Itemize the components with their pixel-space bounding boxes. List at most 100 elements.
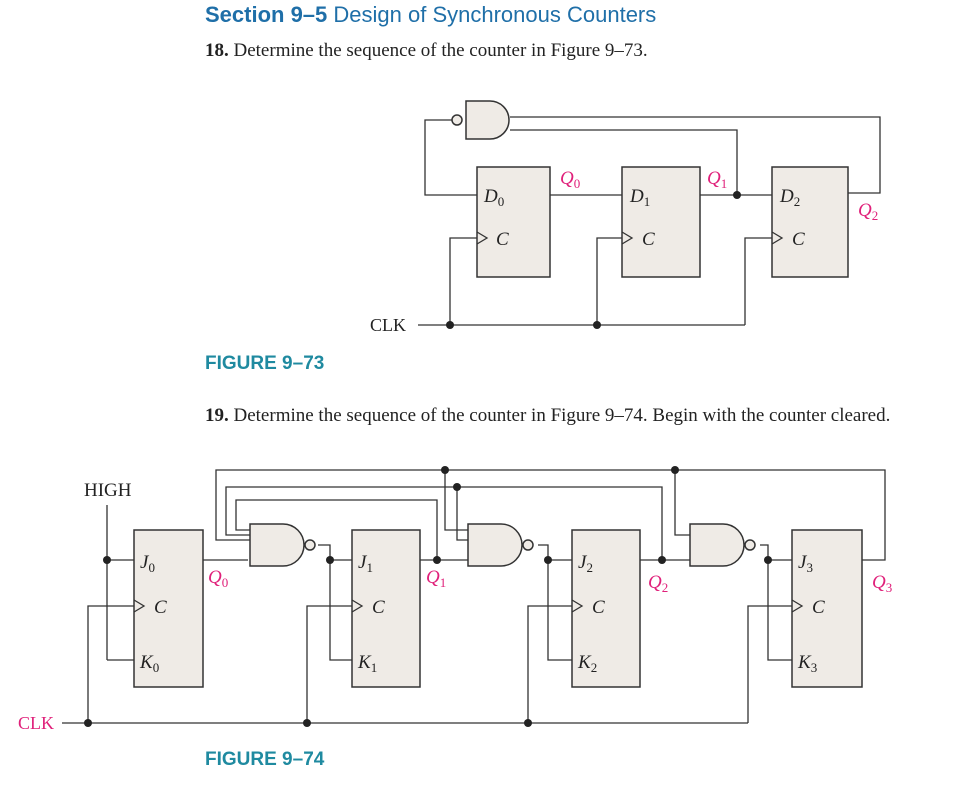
clock-triangle-ff2 bbox=[771, 231, 784, 245]
high-label: HIGH bbox=[84, 480, 132, 501]
q3-to-gate3 bbox=[674, 470, 690, 536]
c-label-jk3: C bbox=[812, 597, 825, 618]
clock-triangle-jk0 bbox=[133, 599, 146, 613]
problem-19-text: Determine the sequence of the counter in… bbox=[233, 405, 891, 426]
figure-73-label: FIGURE 9–73 bbox=[205, 353, 325, 374]
junction-q1 bbox=[433, 556, 441, 564]
gate3-to-j3 bbox=[760, 544, 792, 561]
j3-label: J3 bbox=[798, 552, 813, 575]
nand-bubble-73 bbox=[451, 114, 463, 126]
nand-gate-1 bbox=[249, 523, 305, 567]
clock-triangle-ff0 bbox=[476, 231, 489, 245]
problem-18-text: Determine the sequence of the counter in… bbox=[233, 40, 648, 61]
nand-bubble-3 bbox=[744, 539, 756, 551]
junction-q3-a bbox=[441, 466, 449, 474]
junction-high bbox=[103, 556, 111, 564]
clock-triangle-ff1 bbox=[621, 231, 634, 245]
d0-label: D0 bbox=[483, 186, 504, 209]
j2-label: J2 bbox=[578, 552, 593, 575]
q3-to-gate2 bbox=[444, 470, 468, 531]
junction-clk-2 bbox=[593, 321, 601, 329]
clock-triangle-jk3 bbox=[791, 599, 804, 613]
section-title: Design of Synchronous Counters bbox=[333, 2, 657, 27]
gate-to-d0-wire bbox=[424, 119, 477, 196]
clock-triangle-jk2 bbox=[571, 599, 584, 613]
junction-clk-c bbox=[524, 719, 532, 727]
k0-label: K0 bbox=[139, 652, 159, 675]
gate3-to-k3 bbox=[767, 560, 792, 661]
section-heading: Section 9–5 Design of Synchronous Counte… bbox=[205, 2, 656, 28]
figure-73-circuit: D0 D1 D2 C C C Q0 Q1 Q2 CLK bbox=[370, 100, 881, 335]
junction-clk-1 bbox=[446, 321, 454, 329]
gate1-to-k1 bbox=[329, 560, 352, 661]
junction-clk-a bbox=[84, 719, 92, 727]
d2-label: D2 bbox=[779, 186, 800, 209]
q2-feedback-wire bbox=[510, 116, 881, 194]
q1-feedback-wire bbox=[510, 129, 738, 195]
clk-to-ff0 bbox=[449, 237, 477, 325]
clk-to-ff3-74 bbox=[747, 605, 792, 723]
gate2-to-k2 bbox=[547, 560, 572, 661]
clk-label-73: CLK bbox=[370, 315, 406, 335]
c-label-ff2: C bbox=[792, 229, 805, 250]
junction-q2-b bbox=[453, 483, 461, 491]
q1-label-74: Q1 bbox=[426, 567, 446, 590]
jk-flipflop-3 bbox=[791, 529, 863, 688]
figure-74-circuit: HIGH CLK J0 K0 C Q0 J1 K1 C Q1 J2 K2 C Q… bbox=[18, 466, 892, 733]
junction-q1-73 bbox=[733, 191, 741, 199]
junction-q3-b bbox=[671, 466, 679, 474]
q2-label-73: Q2 bbox=[858, 200, 878, 223]
nand-bubble-2 bbox=[522, 539, 534, 551]
problem-18-number: 18. bbox=[205, 40, 229, 61]
q0-label-74: Q0 bbox=[208, 567, 228, 590]
nand-gate-3 bbox=[689, 523, 745, 567]
d-flipflop-1 bbox=[621, 166, 701, 278]
clk-to-ff2 bbox=[744, 237, 772, 325]
d1-label: D1 bbox=[629, 186, 650, 209]
jk-flipflop-0 bbox=[133, 529, 204, 688]
c-label-ff1: C bbox=[642, 229, 655, 250]
junction-g3 bbox=[764, 556, 772, 564]
q0-label-73: Q0 bbox=[560, 168, 580, 191]
problem-18: 18. Determine the sequence of the counte… bbox=[205, 40, 648, 62]
clk-label-74: CLK bbox=[18, 713, 54, 733]
j0-label: J0 bbox=[140, 552, 155, 575]
c-label-ff0: C bbox=[496, 229, 509, 250]
nand-gate-2 bbox=[467, 523, 523, 567]
jk-flipflop-1 bbox=[351, 529, 421, 688]
junction-q2 bbox=[658, 556, 666, 564]
k3-label: K3 bbox=[797, 652, 817, 675]
d-flipflop-0 bbox=[476, 166, 551, 278]
q3-label-74: Q3 bbox=[872, 572, 892, 595]
clk-to-ff2-74 bbox=[527, 605, 572, 723]
d-flipflop-2 bbox=[771, 166, 849, 278]
q2-feedback-wire bbox=[225, 486, 663, 560]
q2-to-gate2 bbox=[456, 487, 468, 541]
c-label-jk2: C bbox=[592, 597, 605, 618]
junction-g1 bbox=[326, 556, 334, 564]
clk-to-ff1-74 bbox=[306, 605, 352, 723]
problem-19-number: 19. bbox=[205, 405, 229, 426]
k2-label: K2 bbox=[577, 652, 597, 675]
clk-to-ff0-74 bbox=[87, 605, 134, 723]
q1-feedback-wire bbox=[235, 499, 438, 560]
problem-19: 19. Determine the sequence of the counte… bbox=[205, 405, 890, 427]
section-number: Section 9–5 bbox=[205, 2, 328, 27]
junction-g2 bbox=[544, 556, 552, 564]
junction-clk-b bbox=[303, 719, 311, 727]
j1-label: J1 bbox=[358, 552, 373, 575]
c-label-jk0: C bbox=[154, 597, 167, 618]
figure-74-label: FIGURE 9–74 bbox=[205, 749, 325, 770]
nand-gate-73 bbox=[465, 100, 510, 140]
gate1-to-j1 bbox=[318, 544, 352, 561]
gate2-to-j2 bbox=[538, 544, 572, 561]
q2-label-74: Q2 bbox=[648, 572, 668, 595]
clk-to-ff1 bbox=[596, 237, 622, 325]
clock-triangle-jk1 bbox=[351, 599, 364, 613]
q1-label-73: Q1 bbox=[707, 168, 727, 191]
c-label-jk1: C bbox=[372, 597, 385, 618]
q3-feedback-wire bbox=[215, 469, 886, 561]
nand-bubble-1 bbox=[304, 539, 316, 551]
k1-label: K1 bbox=[357, 652, 377, 675]
